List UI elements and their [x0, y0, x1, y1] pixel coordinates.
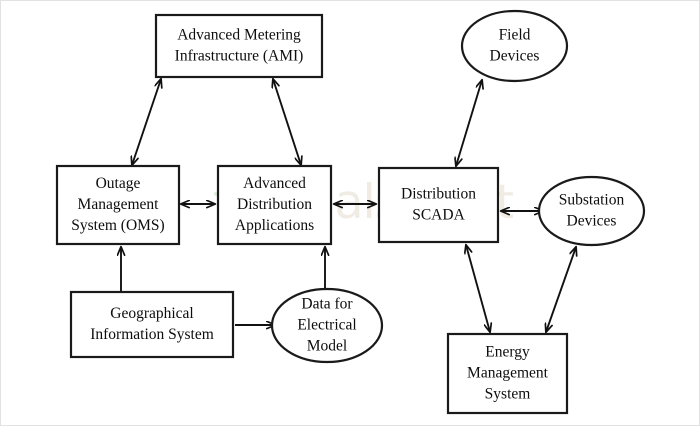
- node-shape-data-model: [270, 287, 384, 364]
- edge-layer: [121, 79, 576, 332]
- edge-ada-ami: [273, 79, 301, 165]
- node-shape-oms: [55, 164, 181, 246]
- edge-scada-field: [456, 80, 482, 166]
- node-shape-ems: [446, 332, 569, 415]
- node-shape-field-devices: [460, 9, 569, 83]
- edge-ems-scada: [466, 245, 490, 332]
- node-shape-gis: [69, 290, 235, 359]
- node-shape-ami: [154, 13, 324, 79]
- edge-ems-substation: [546, 247, 576, 332]
- node-shape-substation-devices: [537, 175, 646, 247]
- edge-oms-ami: [132, 79, 161, 165]
- node-shape-ada: [216, 164, 333, 246]
- node-shape-scada: [377, 166, 500, 244]
